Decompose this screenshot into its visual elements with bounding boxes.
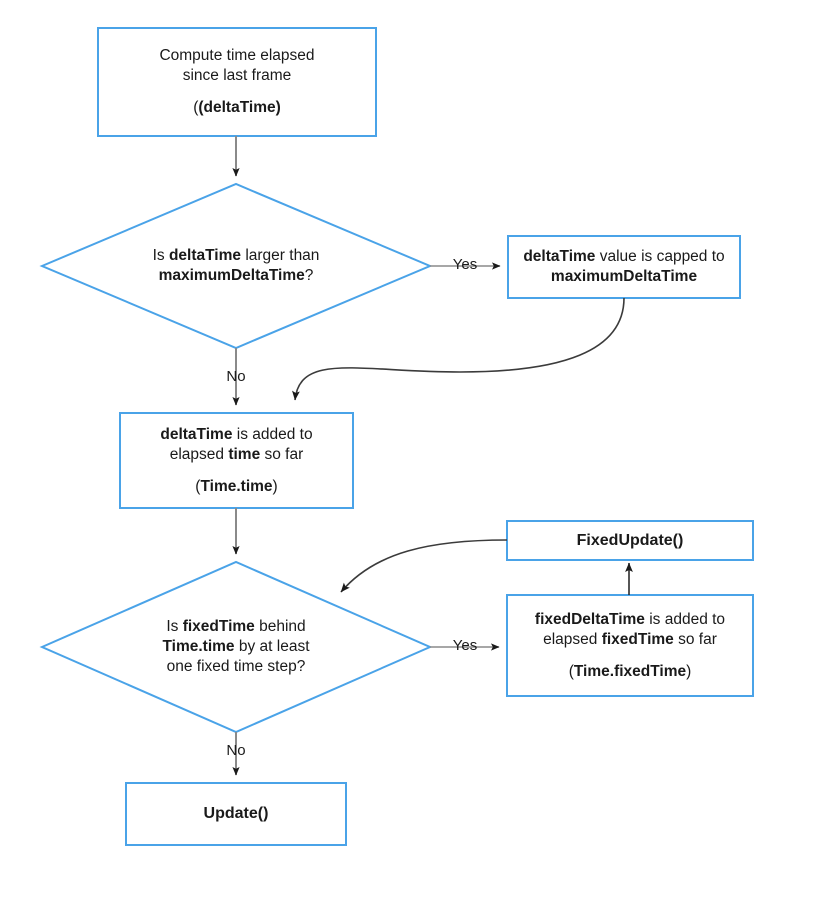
edge-label-yes-top: Yes [452, 256, 478, 273]
node-is-fixed-behind[interactable] [39, 560, 433, 734]
node-update[interactable] [125, 782, 347, 846]
edge-label-no-top: No [226, 368, 246, 385]
edge-cap-to-adddelta-curve [292, 297, 625, 401]
node-compute-delta-time[interactable] [97, 27, 377, 137]
node-cap-delta-time[interactable] [507, 235, 741, 299]
edge-fixedupdate-to-decision2-curve [340, 539, 508, 593]
node-is-delta-larger[interactable] [39, 182, 433, 350]
edge-label-yes-bottom: Yes [452, 637, 478, 654]
node-add-delta-to-time[interactable] [119, 412, 354, 509]
node-fixed-update[interactable] [506, 520, 754, 561]
edge-label-no-bottom: No [226, 742, 246, 759]
node-add-fixed-delta[interactable] [506, 594, 754, 697]
